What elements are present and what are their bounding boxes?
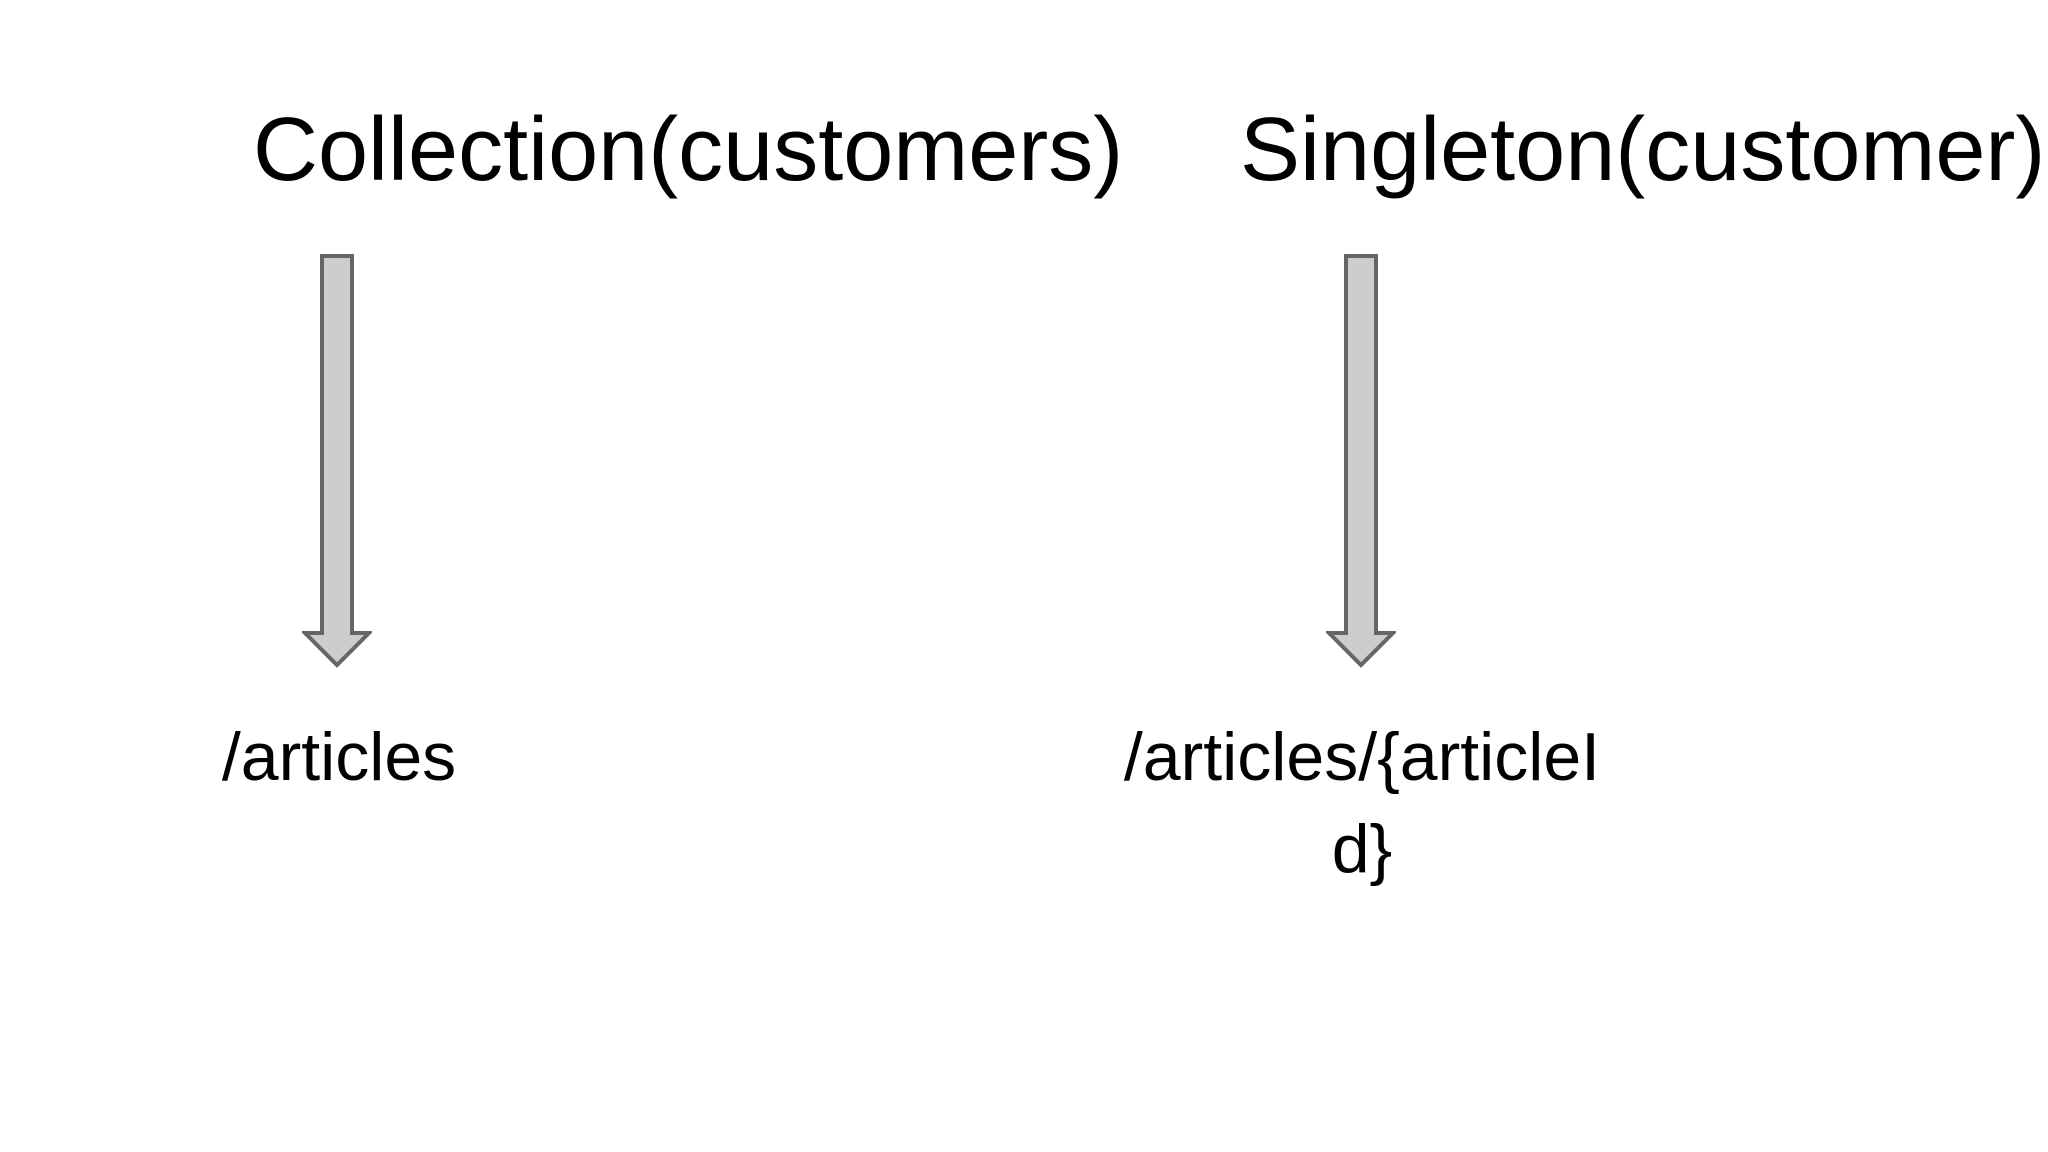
collection-heading: Collection(customers) [253,100,1124,200]
down-arrow-shape [302,254,372,668]
collection-down-arrow-icon [302,254,372,668]
singleton-path-label: /articles/{articleId} [1123,719,1601,887]
collection-path-label: /articles [221,719,457,795]
singleton-down-arrow-icon [1326,254,1396,668]
singleton-heading: Singleton(customer) [1240,100,2046,200]
down-arrow-shape [1326,254,1396,668]
